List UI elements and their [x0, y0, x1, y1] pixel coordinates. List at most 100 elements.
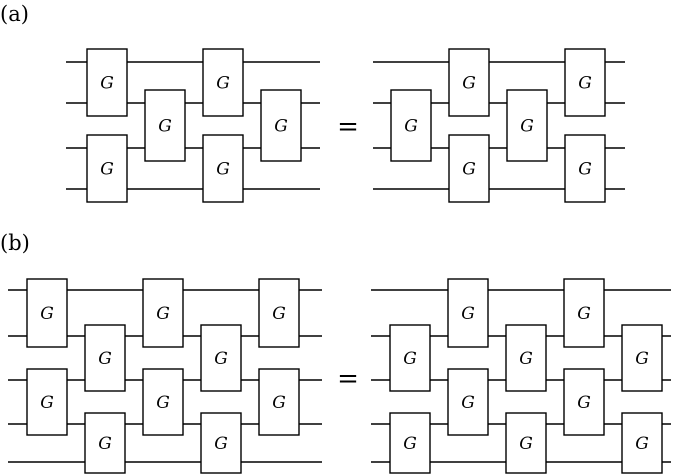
panel-a-left-gate: G [86, 134, 128, 203]
gate-label: G [461, 304, 475, 324]
panel-a-left-gate: G [86, 48, 128, 117]
gate-label: G [156, 304, 170, 324]
panel-b-left-gate: G [258, 278, 300, 348]
gate-box [448, 134, 490, 203]
gate-box [26, 368, 68, 436]
panel-b-right-gate: G [389, 412, 431, 474]
gate-box [84, 324, 126, 392]
panel-b-right-gate: G [563, 278, 605, 348]
gate-label: G [462, 160, 476, 180]
gate-box [260, 89, 302, 162]
gate-label: G [216, 74, 230, 94]
gate-label: G [403, 434, 417, 454]
gate-label: G [40, 393, 54, 413]
gate-box [200, 324, 242, 392]
panel-b-left-circuit: G G G G G G G G G G [8, 278, 322, 474]
gate-label: G [274, 117, 288, 137]
panel-b-left-gate: G [200, 412, 242, 474]
panel-a-equals-sign: = [337, 112, 359, 142]
panel-b-left-gate: G [142, 278, 184, 348]
panel-a-left-gate: G [144, 89, 186, 162]
panel-b-left-gate: G [26, 368, 68, 436]
gate-box [86, 48, 128, 117]
gate-box [564, 48, 606, 117]
gate-label: G [403, 349, 417, 369]
panel-b-label: (b) [0, 231, 30, 255]
gate-box [258, 278, 300, 348]
gate-label: G [520, 117, 534, 137]
gate-box [86, 134, 128, 203]
gate-label: G [98, 434, 112, 454]
gate-label: G [461, 393, 475, 413]
gate-label: G [40, 304, 54, 324]
gate-label: G [214, 349, 228, 369]
gate-label: G [635, 349, 649, 369]
gate-label: G [216, 160, 230, 180]
gate-box [26, 278, 68, 348]
panel-a-right-gate: G [564, 48, 606, 117]
gate-label: G [635, 434, 649, 454]
gate-box [563, 278, 605, 348]
gate-box [84, 412, 126, 474]
gate-box [389, 324, 431, 392]
gate-box [564, 134, 606, 203]
panel-b-equals-sign: = [337, 364, 359, 394]
gate-box [258, 368, 300, 436]
gate-label: G [519, 434, 533, 454]
gate-label: G [100, 160, 114, 180]
panel-a-left-gate: G [202, 134, 244, 203]
gate-box [505, 412, 547, 474]
gate-label: G [272, 304, 286, 324]
gate-box [142, 278, 184, 348]
panel-b-left-gate: G [200, 324, 242, 392]
gate-box [447, 278, 489, 348]
gate-label: G [519, 349, 533, 369]
gate-label: G [214, 434, 228, 454]
panel-a-left-gate: G [202, 48, 244, 117]
gate-label: G [578, 160, 592, 180]
panel-b-right-gate: G [621, 324, 663, 392]
panel-a-left-gate: G [260, 89, 302, 162]
gate-label: G [158, 117, 172, 137]
gate-box [505, 324, 547, 392]
panel-b-right-gate: G [505, 412, 547, 474]
gate-label: G [98, 349, 112, 369]
gate-box [563, 368, 605, 436]
gate-box [390, 89, 432, 162]
gate-label: G [578, 74, 592, 94]
gate-label: G [404, 117, 418, 137]
panel-a-right-gate: G [506, 89, 548, 162]
panel-b-right-gate: G [505, 324, 547, 392]
panel-b-left-gate: G [142, 368, 184, 436]
panel-a-right-circuit: G G G G G G [373, 48, 625, 203]
panel-b-left-gate: G [84, 412, 126, 474]
gate-box [142, 368, 184, 436]
panel-b-right-gate: G [621, 412, 663, 474]
panel-b-left-gate: G [26, 278, 68, 348]
panel-a-right-gate: G [448, 134, 490, 203]
gate-label: G [577, 304, 591, 324]
gate-label: G [156, 393, 170, 413]
panel-b-right-gate: G [563, 368, 605, 436]
panel-a-right-gate: G [564, 134, 606, 203]
gate-label: G [272, 393, 286, 413]
panel-a-right-gate: G [448, 48, 490, 117]
panel-b-left-gate: G [258, 368, 300, 436]
gate-label: G [100, 74, 114, 94]
gate-box [621, 412, 663, 474]
gate-box [447, 368, 489, 436]
gate-box [621, 324, 663, 392]
panel-b-right-gate: G [447, 368, 489, 436]
panel-b-right-gate: G [389, 324, 431, 392]
gate-box [506, 89, 548, 162]
gate-box [200, 412, 242, 474]
gate-label: G [462, 74, 476, 94]
panel-b-right-gate: G [447, 278, 489, 348]
gate-label: G [577, 393, 591, 413]
panel-b-left-gate: G [84, 324, 126, 392]
panel-b-right-circuit: G G G G G G G G G G [371, 278, 671, 474]
panel-a-left-circuit: G G G G G G [66, 48, 320, 203]
gate-box [389, 412, 431, 474]
gate-box [144, 89, 186, 162]
